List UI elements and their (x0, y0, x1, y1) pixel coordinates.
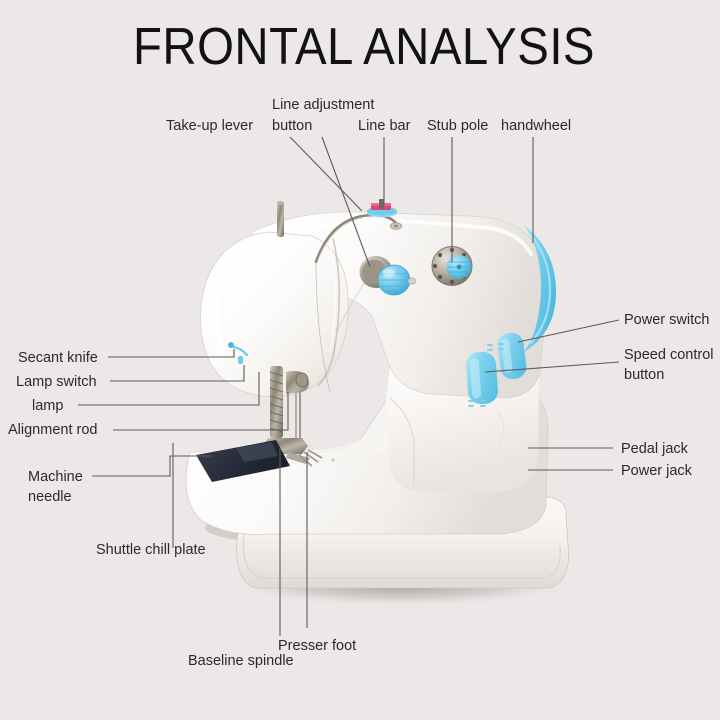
callout-lamp: lamp (32, 398, 63, 414)
needle-presser-assembly (263, 366, 323, 467)
secant-knife-tip (228, 342, 234, 348)
control-markings (468, 343, 504, 407)
leader-line-adjustment (321, 136, 371, 268)
leader-machine-needle (92, 455, 212, 477)
faceplate-seam (317, 237, 341, 387)
line-bar-pin (379, 199, 384, 209)
thread-strand-a (315, 261, 331, 393)
handwheel (524, 225, 556, 352)
arm-top-highlight (275, 219, 534, 257)
leader-take-up-lever (289, 136, 363, 212)
leader-lines (78, 136, 620, 636)
feed-dog-lines (299, 449, 323, 467)
callout-power-jack: Power jack (621, 463, 693, 479)
body-crease (496, 409, 504, 445)
thread-guide-arc (314, 213, 400, 264)
callout-speed-control: Speed control (624, 347, 713, 363)
faceplate-seam-highlight (328, 239, 336, 353)
callout-take-up-lever: Take-up lever (166, 118, 253, 134)
baseline-spindle-mark (331, 458, 335, 462)
thread-guide-highlight (317, 217, 363, 261)
callout-line-adjustment-button: button (272, 118, 312, 134)
leader-speed-control (484, 361, 620, 373)
secant-knife (232, 345, 249, 357)
head-highlight (214, 239, 269, 349)
leader-lamp (78, 372, 260, 406)
sewing-machine-illustration (185, 199, 575, 607)
line-adjustment-button (377, 264, 411, 296)
shuttle-plate-highlight (236, 442, 278, 462)
power-switch (497, 332, 527, 380)
callout-stub-pole: Stub pole (427, 118, 488, 134)
leader-power-switch (517, 319, 620, 343)
callout-line-bar: Line bar (358, 118, 411, 134)
take-up-lever-hole (394, 224, 398, 228)
needle-clamp-screw (295, 372, 309, 388)
leader-secant-knife (108, 349, 235, 358)
leader-alignment-rod (113, 392, 289, 431)
handwheel-highlight (527, 231, 552, 345)
callout-baseline-spindle: Baseline spindle (188, 653, 294, 669)
callout-lamp-switch: Lamp switch (16, 374, 97, 390)
callout-power-switch: Power switch (624, 312, 709, 328)
callout-line-adjustment: Line adjustment (272, 97, 374, 113)
callout-presser-foot: Presser foot (278, 638, 356, 654)
thread-guide-eyelet (407, 277, 417, 285)
presser-foot-toe (286, 452, 310, 464)
stub-pole-cap (276, 201, 285, 205)
callout-secant-knife: Secant knife (18, 350, 98, 366)
bobbin-assembly (431, 246, 473, 286)
callout-handwheel: handwheel (501, 118, 571, 134)
stub-pole-pin (277, 203, 284, 237)
presser-bar (270, 366, 283, 438)
callout-machine: Machine (28, 469, 83, 485)
page-title: FRONTAL ANALYSIS (133, 18, 595, 76)
speed-control-button (466, 351, 498, 405)
callout-alignment-rod: Alignment rod (8, 422, 97, 438)
leader-lamp-switch (110, 365, 245, 382)
callout-needle: needle (28, 489, 72, 505)
machine-head (200, 231, 349, 397)
column-seam (389, 397, 415, 486)
callout-pedal-jack: Pedal jack (621, 441, 689, 457)
lamp-switch (238, 356, 243, 364)
base-highlight (242, 533, 561, 579)
callout-speed-control-button: button (624, 367, 664, 383)
callout-shuttle-chill-plate: Shuttle chill plate (96, 542, 206, 558)
